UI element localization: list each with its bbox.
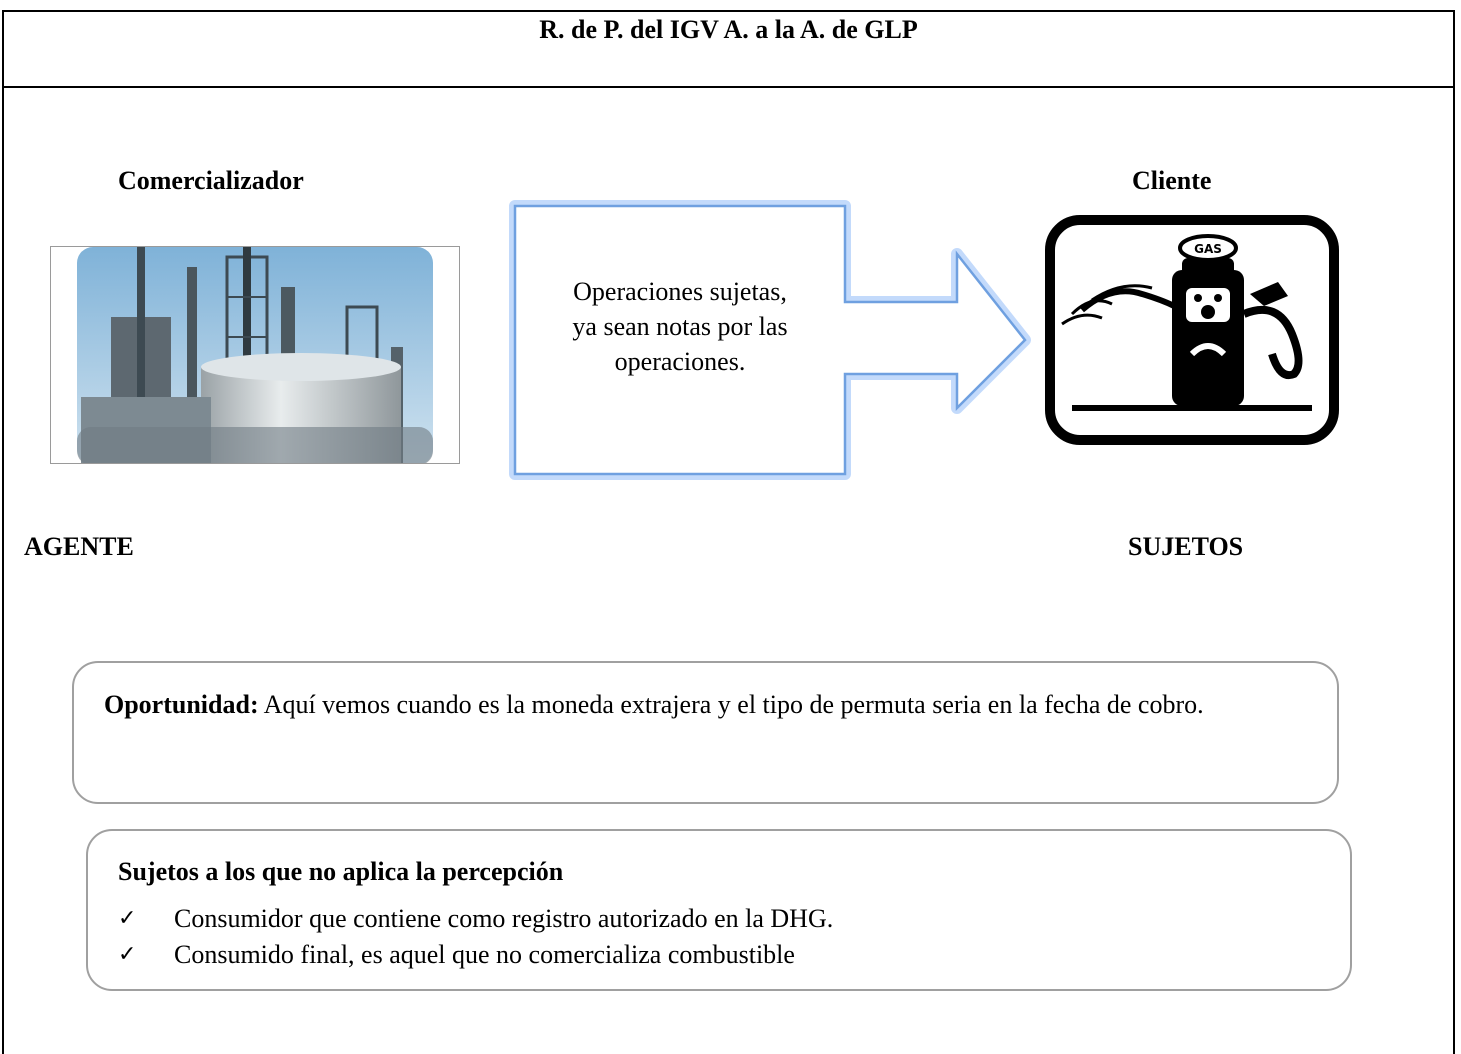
oportunidad-text: Aquí vemos cuando es la moneda extrajera… <box>258 690 1204 719</box>
cliente-label: Cliente <box>1132 166 1212 195</box>
gas-pump-icon: GAS <box>1045 215 1339 445</box>
pump-gas-label: GAS <box>1194 242 1222 256</box>
arrow-text-line-3: operaciones. <box>614 347 746 376</box>
list-item-text: Consumido final, es aquel que no comerci… <box>174 940 795 969</box>
sujetos-no-aplica-heading: Sujetos a los que no aplica la percepció… <box>118 857 564 886</box>
arrow-text-line-1: Operaciones sujetas, <box>573 277 787 306</box>
agente-label: AGENTE <box>24 532 134 561</box>
diagram-title: R. de P. del IGV A. a la A. de GLP <box>2 10 1455 88</box>
check-icon: ✓ <box>118 942 137 967</box>
arrow-text: Operaciones sujetas, ya sean notas por l… <box>530 274 830 379</box>
title-text: R. de P. del IGV A. a la A. de GLP <box>539 15 918 44</box>
diagram-frame <box>2 10 1455 1054</box>
comercializador-label: Comercializador <box>118 166 304 195</box>
list-item-text: Consumidor que contiene como registro au… <box>174 904 834 933</box>
process-arrow <box>509 200 1031 480</box>
sujetos-list: ✓ Consumidor que contiene como registro … <box>118 901 1320 973</box>
sujetos-no-aplica-box: Sujetos a los que no aplica la percepció… <box>86 829 1352 991</box>
list-item: ✓ Consumidor que contiene como registro … <box>118 901 1320 937</box>
list-item: ✓ Consumido final, es aquel que no comer… <box>118 937 1320 973</box>
oportunidad-paragraph: Oportunidad: Aquí vemos cuando es la mon… <box>104 685 1307 724</box>
sujetos-label: SUJETOS <box>1128 532 1244 561</box>
arrow-text-line-2: ya sean notas por las <box>572 312 788 341</box>
oportunidad-box: Oportunidad: Aquí vemos cuando es la mon… <box>72 661 1339 804</box>
refinery-image <box>50 246 460 464</box>
check-icon: ✓ <box>118 906 137 931</box>
oportunidad-label: Oportunidad: <box>104 690 259 719</box>
